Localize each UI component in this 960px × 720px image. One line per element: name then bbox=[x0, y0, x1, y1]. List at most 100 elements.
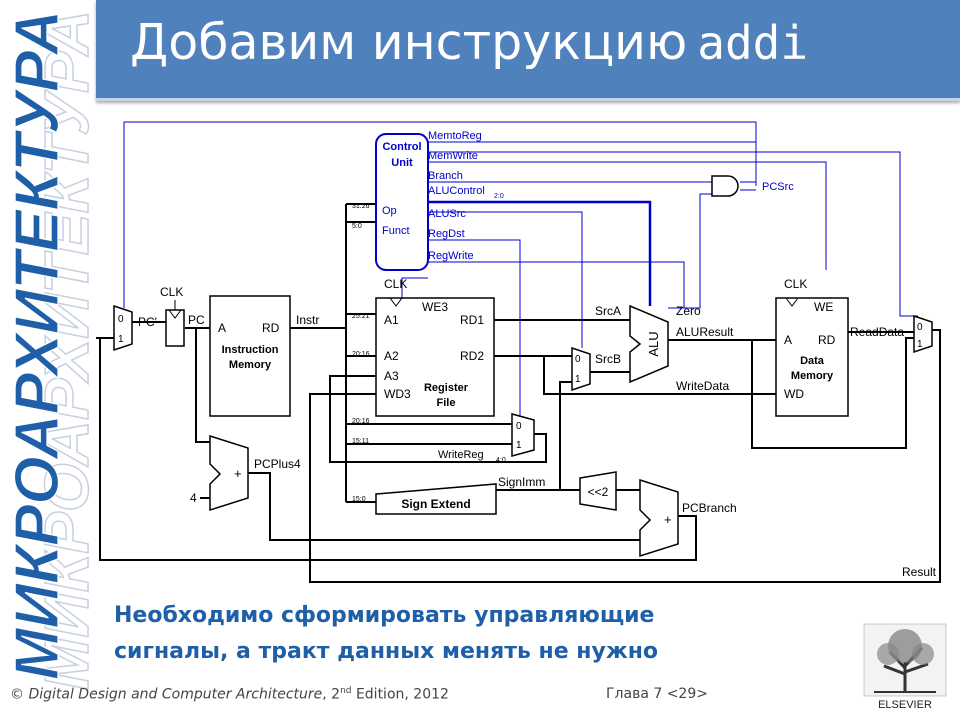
control-unit-funct: Funct bbox=[382, 225, 410, 237]
dmem-we: WE bbox=[814, 300, 833, 314]
banner-text: МИКРОАРХИТЕКТУРА bbox=[3, 10, 72, 680]
pc-label: PC bbox=[188, 313, 205, 327]
aluresult-label: ALUResult bbox=[676, 325, 734, 339]
branch-adder-plus: + bbox=[664, 512, 672, 527]
note-line-1: Необходимо сформировать управляющие bbox=[114, 603, 655, 628]
alu-label: ALU bbox=[646, 331, 661, 356]
pcsrc-and-gate bbox=[711, 175, 739, 197]
rf-we3: WE3 bbox=[422, 300, 448, 314]
readdata-label: ReadData bbox=[850, 325, 904, 339]
result-mux-0: 0 bbox=[917, 322, 923, 333]
rf-a2: A2 bbox=[384, 349, 399, 363]
writedata-label: WriteData bbox=[676, 379, 729, 393]
dmem-label-1: Data bbox=[800, 355, 825, 367]
dmem-wd: WD bbox=[784, 387, 804, 401]
edition-post: Edition, 2012 bbox=[351, 686, 449, 703]
control-unit-title-1: Control bbox=[382, 141, 421, 153]
rf-a1: A1 bbox=[384, 313, 399, 327]
footer-copyright: © Digital Design and Computer Architectu… bbox=[10, 686, 449, 703]
signal-alusrc: ALUSrc bbox=[428, 208, 466, 220]
register-file: CLK WE3 A1 A2 A3 WD3 RD1 RD2 Register Fi… bbox=[375, 277, 495, 417]
alu: ALU bbox=[629, 304, 669, 384]
footer-chapter: Глава 7 <29> bbox=[606, 686, 708, 702]
writereg-mux-1: 1 bbox=[516, 440, 522, 451]
rf-a3: A3 bbox=[384, 369, 399, 383]
signal-memwrite: MemWrite bbox=[428, 150, 478, 162]
processor-diagram: Control Unit Op Funct MemtoReg MemWrite … bbox=[96, 121, 941, 583]
bits-rt: 20:16 bbox=[352, 351, 370, 358]
writereg-sub: 4:0 bbox=[496, 457, 506, 464]
imem-label-1: Instruction bbox=[222, 344, 279, 356]
signal-alucontrol: ALUControl bbox=[428, 185, 485, 197]
pc-adder-plus: + bbox=[234, 466, 242, 481]
pcplus4-label: PCPlus4 bbox=[254, 457, 301, 471]
pc-mux-1: 1 bbox=[118, 334, 124, 345]
imem-rd: RD bbox=[262, 321, 280, 335]
result-label: Result bbox=[902, 565, 937, 579]
writereg-mux-0: 0 bbox=[516, 421, 522, 432]
branch-adder: + bbox=[639, 478, 679, 558]
title-code: addi bbox=[697, 16, 809, 70]
sign-extend-label: Sign Extend bbox=[401, 497, 470, 511]
rf-wd3: WD3 bbox=[384, 387, 411, 401]
bits-funct: 5:0 bbox=[352, 223, 362, 230]
datapath-wires bbox=[96, 203, 941, 583]
signal-alucontrol-sub: 2:0 bbox=[494, 193, 504, 200]
signal-memtoreg: MemtoReg bbox=[428, 130, 482, 142]
control-unit-op: Op bbox=[382, 205, 397, 217]
logo-text: ELSEVIER bbox=[878, 699, 932, 711]
bits-op: 31:26 bbox=[352, 203, 370, 210]
dmem-clk: CLK bbox=[784, 277, 807, 291]
signal-branch: Branch bbox=[428, 170, 463, 182]
result-mux: 0 1 bbox=[913, 314, 933, 354]
instr-label: Instr bbox=[296, 313, 319, 327]
pc-mux-0: 0 bbox=[118, 314, 124, 325]
pc-adder: + bbox=[209, 434, 249, 512]
srcb-label: SrcB bbox=[595, 352, 621, 366]
bit-field-labels: 31:26 5:0 25:21 20:16 20:16 15:11 15:0 bbox=[352, 203, 370, 503]
imem-label-2: Memory bbox=[229, 359, 272, 371]
banner-shadow: МИКРОАРХИТЕКТУРА bbox=[33, 10, 96, 690]
pc-register: CLK bbox=[160, 285, 185, 347]
pcbranch-label: PCBranch bbox=[682, 501, 737, 515]
pc-clk: CLK bbox=[160, 285, 183, 299]
rf-rd1: RD1 bbox=[460, 313, 484, 327]
srca-label: SrcA bbox=[595, 304, 621, 318]
bits-rs: 25:21 bbox=[352, 313, 370, 320]
copyright-prefix: © bbox=[10, 686, 29, 703]
rf-label-2: File bbox=[437, 397, 456, 409]
sign-extend: Sign Extend bbox=[375, 483, 497, 515]
signal-regdst: RegDst bbox=[428, 228, 465, 240]
shifter-label: <<2 bbox=[588, 485, 609, 499]
dmem-rd: RD bbox=[818, 333, 836, 347]
rf-clk: CLK bbox=[384, 277, 407, 291]
signal-pcsrc: PCSrc bbox=[762, 181, 794, 193]
edition-sup: nd bbox=[340, 686, 352, 696]
signimm-label: SignImm bbox=[498, 475, 545, 489]
writereg-label: WriteReg bbox=[438, 449, 484, 461]
zero-label: Zero bbox=[676, 304, 701, 318]
note-line-2: сигналы, а тракт данных менять не нужно bbox=[114, 639, 659, 664]
srcb-mux: 0 1 bbox=[571, 346, 591, 392]
imem-a: A bbox=[218, 321, 226, 335]
dmem-label-2: Memory bbox=[791, 370, 834, 382]
edition-pre: , 2 bbox=[322, 686, 341, 703]
const-four: 4 bbox=[190, 491, 197, 505]
vertical-banner: МИКРОАРХИТЕКТУРА МИКРОАРХИТЕКТУРА bbox=[2, 9, 96, 691]
pc-mux: 0 1 bbox=[113, 304, 133, 352]
control-unit-title-2: Unit bbox=[391, 157, 413, 169]
rf-rd2: RD2 bbox=[460, 349, 484, 363]
writereg-mux: 0 1 bbox=[511, 413, 535, 457]
dmem-a: A bbox=[784, 333, 792, 347]
srcb-mux-0: 0 bbox=[575, 354, 581, 365]
srcb-mux-1: 1 bbox=[575, 374, 581, 385]
title-label: Добавим инструкцию bbox=[130, 14, 688, 71]
control-wires bbox=[123, 121, 918, 416]
control-signal-labels: MemtoReg MemWrite Branch ALUControl 2:0 … bbox=[428, 130, 794, 262]
book-title: Digital Design and Computer Architecture bbox=[28, 686, 323, 703]
bits-rt-2: 20:16 bbox=[352, 418, 370, 425]
data-memory: CLK WE A RD Data Memory WD bbox=[775, 277, 849, 417]
elsevier-logo: ELSEVIER bbox=[863, 623, 947, 711]
